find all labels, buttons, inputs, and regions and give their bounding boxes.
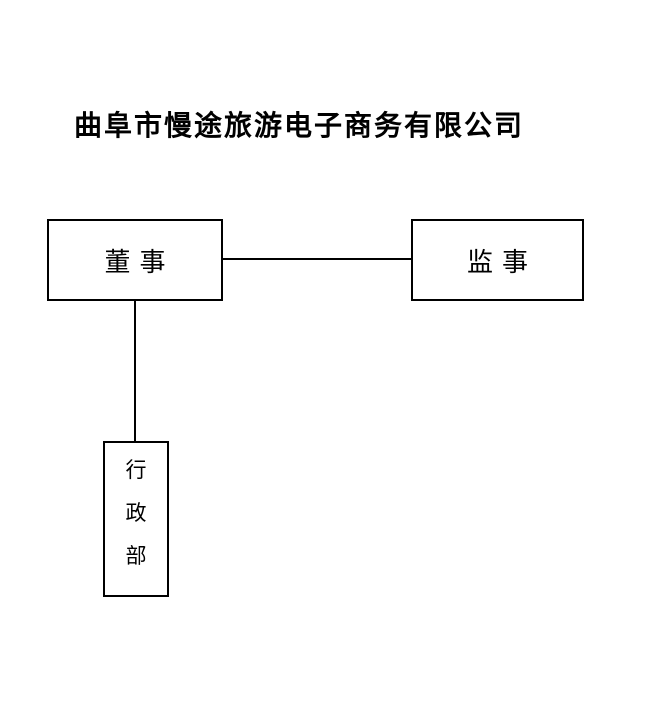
org-node-admin-dept-char: 行 — [125, 458, 147, 482]
org-node-director-label: 董事 — [104, 247, 175, 277]
org-node-supervisor: 监事 — [411, 219, 584, 301]
org-node-supervisor-label: 监事 — [466, 247, 537, 277]
org-node-admin-dept: 行 政 部 — [103, 441, 169, 597]
connector-director-supervisor — [223, 258, 411, 260]
org-node-admin-dept-char: 政 — [125, 501, 147, 525]
connector-director-admin-dept — [134, 301, 136, 441]
org-node-admin-dept-char: 部 — [125, 544, 147, 568]
org-node-director: 董事 — [47, 219, 223, 301]
page-title: 曲阜市慢途旅游电子商务有限公司 — [74, 111, 525, 142]
